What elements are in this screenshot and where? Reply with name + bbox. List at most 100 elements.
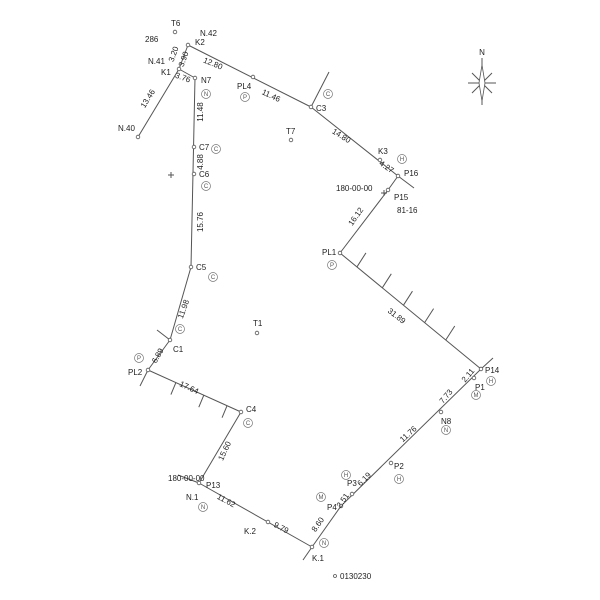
survey-point (377, 157, 383, 163)
survey-point (192, 75, 198, 81)
survey-point (265, 519, 271, 525)
distance-label: 13.46 (139, 87, 158, 109)
survey-point (478, 366, 484, 372)
marker-circle (208, 272, 218, 282)
survey-point (172, 29, 178, 35)
marker-circle (441, 425, 451, 435)
marker-letter: C (326, 92, 331, 98)
point-label-n40: N.40 (118, 124, 135, 133)
survey-point (385, 187, 391, 193)
marker-circle (394, 474, 404, 484)
boundary-line (310, 71, 330, 108)
distance-label: 12.80 (202, 56, 224, 72)
point-label-n1: N.1 (186, 493, 199, 502)
angle-label: 180-00-00 (336, 184, 373, 193)
survey-point (254, 330, 260, 336)
boundary-line (302, 546, 313, 561)
survey-point (176, 66, 182, 72)
marker-letter: N (204, 92, 208, 98)
marker-circle (323, 89, 333, 99)
boundary-line (387, 175, 399, 191)
point-label-n8: N8 (441, 417, 452, 426)
boundary-line (339, 189, 389, 254)
boundary-line (147, 339, 171, 371)
marker-letter: N (444, 428, 448, 434)
tick-mark (356, 252, 367, 268)
distance-label: 3.76 (174, 71, 192, 85)
marker-circle (471, 390, 481, 400)
distance-label: 15.60 (216, 439, 233, 461)
distance-label: 15.76 (196, 211, 205, 232)
angle-label: 180-00-00 (168, 474, 205, 483)
marker-circle (243, 418, 253, 428)
marker-circle (134, 353, 144, 363)
marker-letter: N (201, 505, 205, 511)
survey-point (185, 42, 191, 48)
point-label-p13: P13 (206, 481, 221, 490)
point-label-n7: N7 (201, 76, 212, 85)
survey-point (250, 74, 256, 80)
survey-point (191, 171, 197, 177)
point-label-t7: T7 (286, 127, 296, 136)
survey-point (337, 250, 343, 256)
point-label-k2: K2 (195, 38, 205, 47)
marker-circle (240, 92, 250, 102)
boundary-line (139, 369, 149, 387)
survey-point (191, 144, 197, 150)
boundary-line (480, 357, 494, 370)
distance-label: 11.46 (260, 88, 282, 105)
boundary-line (397, 175, 415, 189)
distance-label: 4.27 (377, 159, 395, 176)
marker-letter: H (489, 379, 493, 385)
tick-mark (403, 290, 413, 306)
marker-letter: C (204, 184, 209, 190)
survey-point (471, 375, 477, 381)
point-label-p1: P1 (475, 383, 485, 392)
marker-circle (201, 89, 211, 99)
marker-circle (341, 470, 351, 480)
marker-letter: C (246, 421, 251, 427)
tick-mark (156, 329, 171, 341)
tick-mark (198, 395, 205, 408)
point-label-p14: P14 (485, 366, 500, 375)
survey-point (196, 480, 202, 486)
marker-letter: H (344, 473, 348, 479)
marker-circle (486, 376, 496, 386)
point-label-c4: C4 (246, 405, 257, 414)
parcel-label: 81-16 (397, 206, 418, 215)
distance-label: 4.88 (196, 154, 205, 170)
distance-label: 31.89 (386, 306, 408, 326)
point-label-k_2: K.2 (244, 527, 257, 536)
boundary-line (339, 252, 482, 370)
boundary-line (147, 369, 242, 413)
footer-code: 0130230 (340, 572, 372, 581)
tick-mark (170, 382, 177, 395)
marker-letter: C (178, 327, 183, 333)
boundary-line (137, 68, 180, 138)
point-label-t1: T1 (253, 319, 263, 328)
survey-point (338, 503, 344, 509)
point-label-c1: C1 (173, 345, 184, 354)
marker-letter: H (397, 477, 401, 483)
marker-circle (201, 181, 211, 191)
point-label-pl2: PL2 (128, 368, 143, 377)
tick-mark (445, 325, 456, 341)
point-label-p2: P2 (394, 462, 404, 471)
compass-needle-icon (478, 64, 486, 102)
marker-letter: C (211, 275, 216, 281)
marker-circle (175, 324, 185, 334)
survey-point (288, 137, 294, 143)
point-label-n41: N.41 (148, 57, 165, 66)
point-label-pl4: PL4 (237, 82, 252, 91)
marker-circle (316, 492, 326, 502)
distance-label: 11.48 (196, 102, 205, 122)
boundary-line (198, 482, 313, 548)
survey-point (167, 337, 173, 343)
boundary-line (177, 474, 200, 484)
point-label-pl1: PL1 (322, 248, 337, 257)
footer-point (333, 574, 337, 578)
marker-circle (211, 144, 221, 154)
survey-point (308, 104, 314, 110)
